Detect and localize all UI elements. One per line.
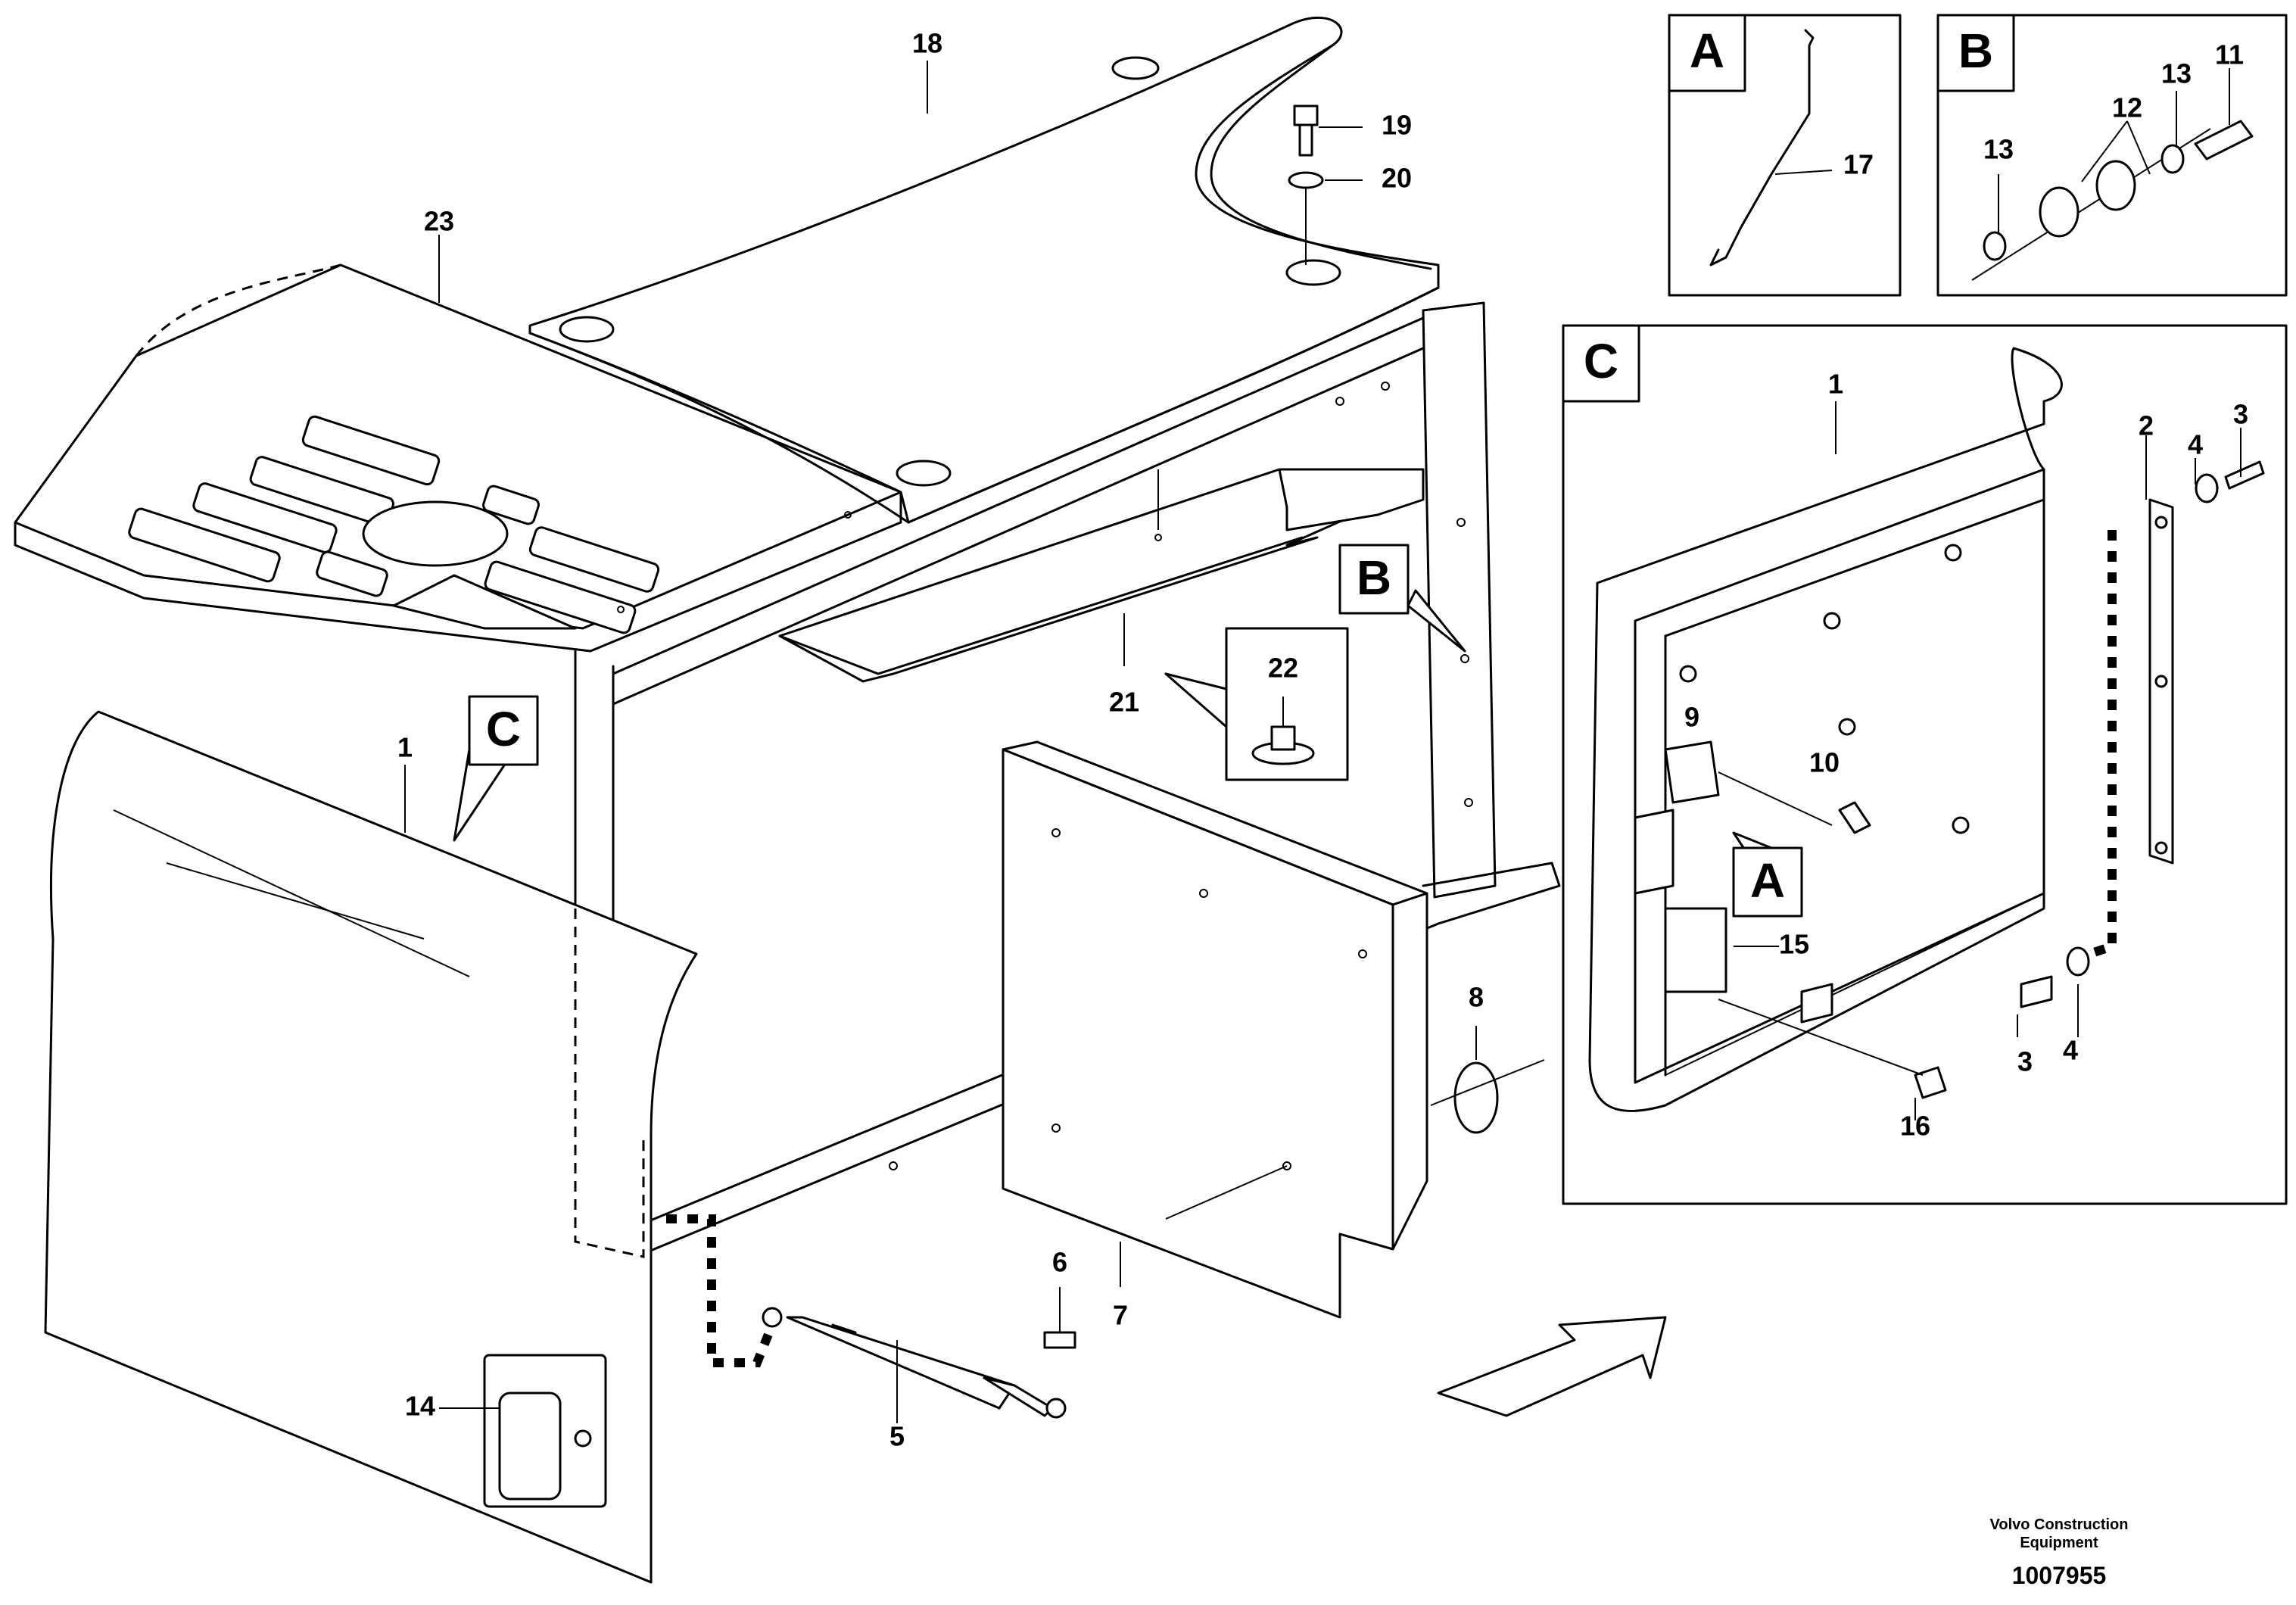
credit-line-2: Equipment [2020, 1535, 2098, 1551]
callout-22: 22 [1268, 653, 1298, 684]
pointer-a-detail [1732, 831, 1803, 918]
callout-19: 19 [1382, 110, 1412, 141]
callout-3-bottom: 3 [2017, 1046, 2033, 1077]
pad-detail-22 [1164, 627, 1349, 781]
callout-14: 14 [405, 1391, 435, 1422]
detail-box-c [1562, 324, 2288, 1205]
callout-13-left: 13 [1983, 134, 2014, 165]
detail-box-a [1668, 14, 1902, 297]
detail-letter-a-box: A [1690, 23, 1724, 78]
callout-4-bottom: 4 [2063, 1035, 2078, 1066]
leader-lines [404, 61, 2241, 1423]
callout-18: 18 [912, 28, 942, 59]
callout-7: 7 [1113, 1300, 1128, 1331]
callout-5: 5 [889, 1421, 905, 1452]
callout-12: 12 [2112, 92, 2142, 123]
callout-21: 21 [1109, 687, 1139, 718]
callout-10: 10 [1809, 747, 1840, 778]
callout-11: 11 [2215, 39, 2244, 70]
gas-strut-5 [666, 1214, 1067, 1419]
callout-16: 16 [1900, 1111, 1930, 1142]
callout-2: 2 [2139, 410, 2154, 441]
callout-9: 9 [1684, 702, 1699, 733]
pointer-c-main [453, 695, 539, 842]
drawing-number: 1007955 [2012, 1562, 2107, 1589]
detail-box-b [1936, 14, 2288, 297]
callout-4-top: 4 [2188, 429, 2203, 460]
callout-3-top: 3 [2233, 399, 2248, 430]
washer-8 [1430, 1059, 1545, 1134]
callout-13-right: 13 [2161, 58, 2192, 89]
shelf-21 [778, 468, 1425, 683]
pointer-letter-c: C [486, 702, 521, 756]
credit-line-1: Volvo Construction [1990, 1516, 2129, 1533]
pointer-b-main [1338, 544, 1466, 653]
direction-arrow [1437, 1316, 1667, 1417]
detail-letter-c-box: C [1584, 334, 1618, 388]
callout-8: 8 [1469, 982, 1484, 1013]
washer-20 [1288, 171, 1324, 265]
callout-6: 6 [1052, 1247, 1067, 1278]
acoustic-panel-7 [1002, 740, 1428, 1319]
pointer-letter-b: B [1357, 550, 1391, 605]
detail-letter-b-box: B [1958, 23, 1993, 78]
cover-plate-23 [14, 263, 902, 653]
callout-23: 23 [424, 206, 454, 237]
callout-17: 17 [1843, 149, 1874, 180]
top-panel-18 [528, 16, 1440, 524]
callout-20: 20 [1382, 163, 1412, 194]
door-1 [44, 710, 698, 1584]
callout-15: 15 [1779, 929, 1809, 960]
callout-1: 1 [397, 732, 413, 763]
pointer-letter-a: A [1750, 853, 1785, 908]
bolt-19 [1293, 104, 1319, 157]
callout-1-detail: 1 [1828, 369, 1843, 400]
nut-6 [1043, 1287, 1076, 1349]
